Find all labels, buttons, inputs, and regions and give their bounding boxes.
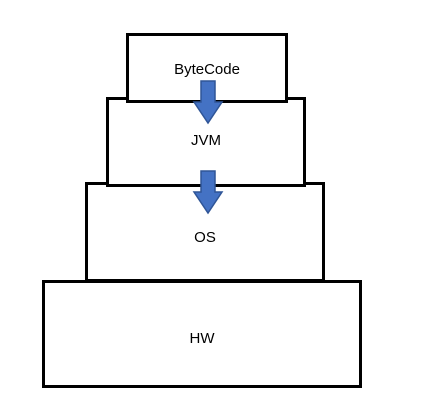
arrow-down-icon (192, 80, 224, 125)
layer-hw-label: HW (189, 329, 215, 347)
layer-bytecode-label: ByteCode (174, 60, 240, 78)
layer-jvm-label: JVM (191, 131, 221, 149)
layer-os-box: OS (85, 182, 325, 282)
layer-hw-box: HW (42, 280, 362, 388)
arrow-down-icon (192, 170, 224, 215)
layer-os-label: OS (194, 228, 216, 246)
